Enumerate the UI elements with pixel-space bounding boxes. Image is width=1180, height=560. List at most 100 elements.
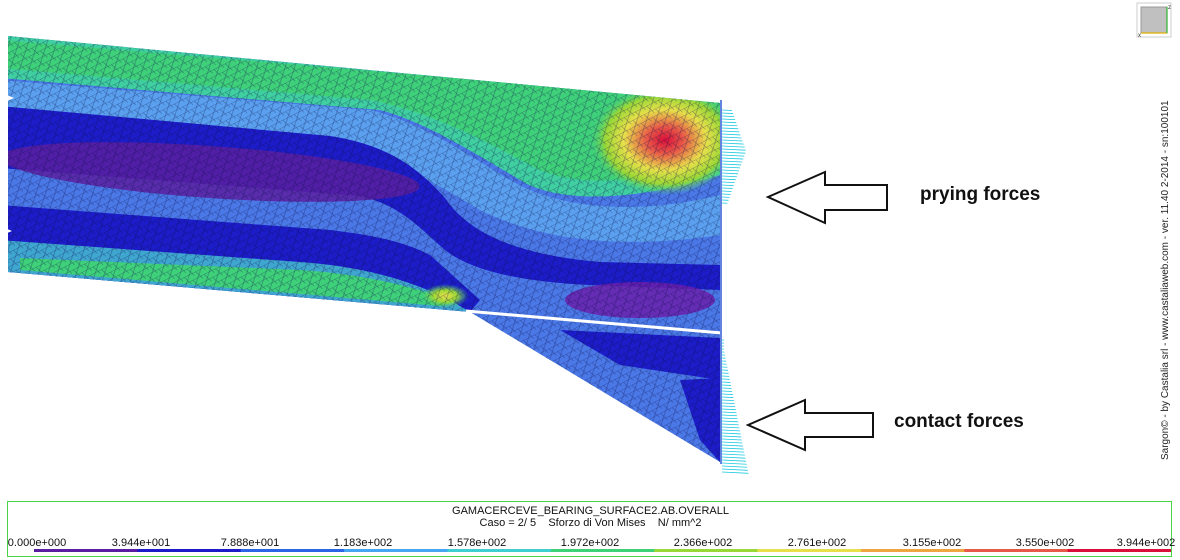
legend-unit: N/ mm^2 <box>657 517 702 529</box>
scale-color-segment <box>137 549 242 552</box>
force-vector <box>721 115 735 118</box>
force-vector <box>721 450 745 453</box>
force-vector <box>721 184 734 186</box>
scale-tick-label: 1.972e+002 <box>560 537 620 549</box>
contact-force-vectors <box>721 339 749 474</box>
axis-x-label: x <box>1138 33 1141 38</box>
scale-tick-label: 2.366e+002 <box>673 537 733 549</box>
force-vector <box>721 462 747 465</box>
force-vector <box>721 112 734 114</box>
force-vector <box>721 154 745 157</box>
force-vector <box>721 393 733 395</box>
scale-tick-label: 1.183e+002 <box>333 537 393 549</box>
contact-arrow-callout <box>745 398 874 452</box>
scale-color-segment <box>757 549 862 552</box>
force-vector <box>721 166 741 169</box>
force-vector <box>721 471 749 474</box>
scale-color-segment <box>344 549 448 552</box>
force-vector <box>721 151 746 154</box>
legend-title: GAMACERCEVE_BEARING_SURFACE2.AB.OVERALL <box>452 505 729 517</box>
force-vector <box>721 160 743 163</box>
fem-mesh-plot <box>0 36 888 474</box>
scale-color-segment <box>1067 549 1171 552</box>
force-vector <box>721 438 742 441</box>
scale-tick-label: 2.761e+002 <box>787 537 847 549</box>
force-vector <box>721 426 740 429</box>
scale-color-segment <box>654 549 759 552</box>
force-vector <box>721 145 745 148</box>
force-vector <box>721 402 735 405</box>
prying-forces-label: prying forces <box>920 184 1041 205</box>
scale-tick-label: 0.000e+000 <box>7 537 67 549</box>
legend-quantity: Sforzo di Von Mises <box>548 517 646 529</box>
force-vector <box>721 405 736 408</box>
force-vector <box>721 178 736 181</box>
force-vector <box>721 441 743 444</box>
left-notch <box>0 226 12 236</box>
force-vector <box>721 396 734 398</box>
force-vector <box>721 432 741 435</box>
force-vector <box>721 139 743 142</box>
force-vector <box>721 423 739 426</box>
force-vector <box>721 417 738 420</box>
contact-gap <box>465 309 723 335</box>
force-vector <box>721 408 736 411</box>
force-vector <box>721 181 735 184</box>
scale-color-segment <box>860 549 965 552</box>
force-vector <box>721 390 733 392</box>
force-vector <box>721 127 739 130</box>
force-vector <box>721 447 744 450</box>
force-vector <box>721 109 733 111</box>
scale-tick-label: 3.944e+001 <box>111 537 171 549</box>
force-vector <box>721 121 737 124</box>
force-vector <box>721 133 741 136</box>
view-cube[interactable]: x z <box>1136 2 1172 38</box>
color-scale-ticks: 0.000e+000 3.944e+001 7.888e+001 1.183e+… <box>0 508 1180 549</box>
prying-force-vectors <box>721 109 746 204</box>
scale-tick-label: 3.944e+002 <box>1116 537 1176 549</box>
scale-color-segment <box>550 549 655 552</box>
scale-color-segment <box>447 549 552 552</box>
scale-tick-label: 1.578e+002 <box>447 537 507 549</box>
scale-color-segment <box>964 549 1069 552</box>
force-vector <box>721 142 744 145</box>
force-vector <box>721 118 736 121</box>
beam-web <box>8 36 720 332</box>
force-vector <box>721 444 744 447</box>
force-vector <box>721 435 742 438</box>
axis-z-label: z <box>1168 5 1171 11</box>
force-vector <box>721 429 741 432</box>
force-vector <box>721 169 740 172</box>
scale-color-segment <box>34 549 138 552</box>
force-vector <box>721 175 737 178</box>
legend-subtitle: Caso = 2/ 5 Sforzo di Von Mises N/ mm^2 <box>8 517 1173 529</box>
color-scale-bar <box>34 549 1171 552</box>
force-vector <box>721 456 746 459</box>
left-notch <box>0 92 14 104</box>
legend-case: Caso = 2/ 5 <box>479 517 537 529</box>
force-vector <box>721 130 740 133</box>
legend-panel: GAMACERCEVE_BEARING_SURFACE2.AB.OVERALL … <box>7 501 1172 557</box>
force-vector <box>721 187 733 189</box>
force-vector <box>721 414 738 417</box>
force-vector <box>721 453 745 456</box>
force-vector <box>721 136 742 139</box>
force-vector <box>721 459 747 462</box>
force-vector <box>721 124 738 127</box>
prying-arrow-callout <box>765 170 888 225</box>
force-vector <box>721 163 742 166</box>
force-vector <box>721 411 737 414</box>
force-vector <box>721 148 746 151</box>
force-vector <box>721 172 738 175</box>
scale-tick-label: 3.550e+002 <box>1015 537 1075 549</box>
force-vector <box>721 468 748 471</box>
scale-color-segment <box>240 549 345 552</box>
contact-forces-label: contact forces <box>894 411 1024 432</box>
scale-tick-label: 3.155e+002 <box>902 537 962 549</box>
force-vector <box>721 420 739 423</box>
scale-tick-label: 7.888e+001 <box>220 537 280 549</box>
software-credit: Sargon© - by Castalia srl - www.castalia… <box>1160 100 1171 460</box>
force-vector <box>721 465 748 468</box>
force-vector <box>721 399 735 401</box>
